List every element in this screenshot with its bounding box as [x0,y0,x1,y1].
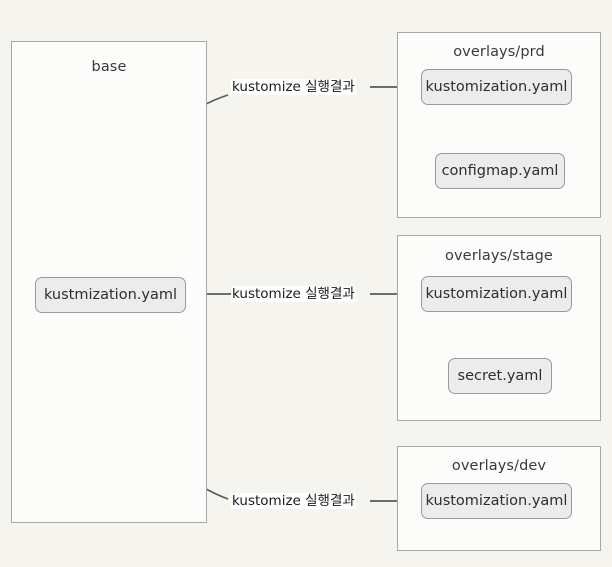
edge-label-dev: kustomize 실행결과 [231,493,356,509]
edge-label-prd: kustomize 실행결과 [231,79,356,95]
overlay-stage-node-kustomization[interactable]: kustomization.yaml [421,276,572,312]
edge-label-stage: kustomize 실행결과 [231,286,356,302]
base-node-kustomization[interactable]: kustmization.yaml [35,277,186,313]
overlay-prd-node-configmap[interactable]: configmap.yaml [435,153,565,189]
overlay-prd-node-kustomization-label: kustomization.yaml [425,79,568,95]
overlay-prd-node-configmap-label: configmap.yaml [441,163,559,179]
overlay-stage-node-secret[interactable]: secret.yaml [448,358,552,394]
base-container-title: base [91,59,127,75]
overlay-dev-node-kustomization[interactable]: kustomization.yaml [421,483,572,519]
overlay-stage-node-kustomization-label: kustomization.yaml [425,286,568,302]
overlay-dev-title: overlays/dev [451,458,547,474]
overlay-stage-node-secret-label: secret.yaml [457,368,543,384]
overlay-dev-node-kustomization-label: kustomization.yaml [425,493,568,509]
overlay-stage-title: overlays/stage [445,248,553,264]
overlay-container-prd[interactable]: overlays/prd [397,32,601,218]
base-node-kustomization-label: kustmization.yaml [43,287,178,303]
overlay-prd-title: overlays/prd [453,44,545,60]
overlay-prd-node-kustomization[interactable]: kustomization.yaml [421,69,572,105]
